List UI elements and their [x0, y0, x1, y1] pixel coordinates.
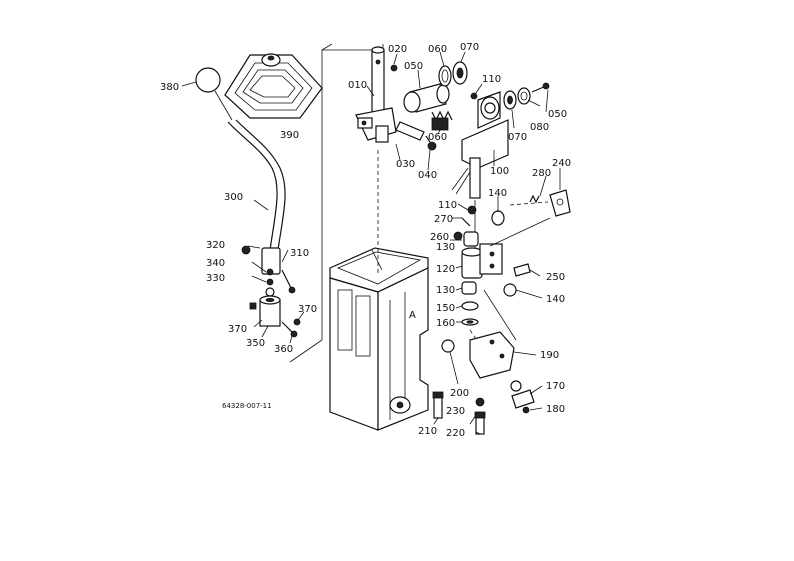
part-label-050a: 050 — [404, 61, 423, 72]
part-labels: 010 020 030 040 050 060 070 060 110 070 … — [160, 42, 571, 439]
part-label-150: 150 — [436, 303, 455, 314]
part-label-160: 160 — [436, 318, 455, 329]
part-label-370a: 370 — [298, 304, 317, 315]
part-label-300: 300 — [224, 192, 243, 203]
part-label-110b: 110 — [438, 200, 457, 211]
part-label-030: 030 — [396, 159, 415, 170]
part-label-110a: 110 — [482, 74, 501, 85]
part-label-200: 200 — [450, 388, 469, 399]
part-label-080: 080 — [530, 122, 549, 133]
part-label-370b: 370 — [228, 324, 247, 335]
part-label-010: 010 — [348, 80, 367, 91]
knob-380 — [195, 67, 221, 93]
part-label-140a: 140 — [488, 188, 507, 199]
part-label-350: 350 — [246, 338, 265, 349]
lever-rod-300 — [227, 121, 278, 251]
part-label-060a: 060 — [428, 44, 447, 55]
part-label-230: 230 — [446, 406, 465, 417]
part-label-380: 380 — [160, 82, 179, 93]
part-label-320: 320 — [206, 240, 225, 251]
part-label-020: 020 — [388, 44, 407, 55]
part-label-120: 120 — [436, 264, 455, 275]
holder-350 — [259, 295, 281, 327]
part-label-220: 220 — [446, 428, 465, 439]
reference-mark-a: A — [409, 310, 416, 321]
part-label-240: 240 — [552, 158, 571, 169]
part-label-140b: 140 — [546, 294, 565, 305]
shift-arm-assembly — [355, 46, 468, 151]
part-label-070b: 070 — [508, 132, 527, 143]
part-label-130b: 130 — [436, 285, 455, 296]
selector-assembly — [432, 82, 571, 435]
part-label-050b: 050 — [548, 109, 567, 120]
part-label-210: 210 — [418, 426, 437, 437]
part-label-250: 250 — [546, 272, 565, 283]
part-label-260: 260 — [430, 232, 449, 243]
part-label-180: 180 — [546, 404, 565, 415]
part-label-040: 040 — [418, 170, 437, 181]
boot-390 — [224, 53, 323, 119]
part-label-170: 170 — [546, 381, 565, 392]
lever-housing — [329, 150, 429, 431]
part-label-360: 360 — [274, 344, 293, 355]
part-label-130a: 130 — [436, 242, 455, 253]
shift-lever-assembly — [181, 53, 323, 344]
leader-lines — [366, 51, 561, 435]
part-label-330: 330 — [206, 273, 225, 284]
part-label-060b: 060 — [428, 132, 447, 143]
part-label-280: 280 — [532, 168, 551, 179]
cylinder-050 — [403, 83, 450, 113]
drawing-code: 64328-007-11 — [222, 402, 272, 410]
part-label-070a: 070 — [460, 42, 479, 53]
part-label-270: 270 — [434, 214, 453, 225]
part-label-340: 340 — [206, 258, 225, 269]
part-label-190: 190 — [540, 350, 559, 361]
part-label-100: 100 — [490, 166, 509, 177]
part-label-390: 390 — [280, 130, 299, 141]
part-label-310: 310 — [290, 248, 309, 259]
